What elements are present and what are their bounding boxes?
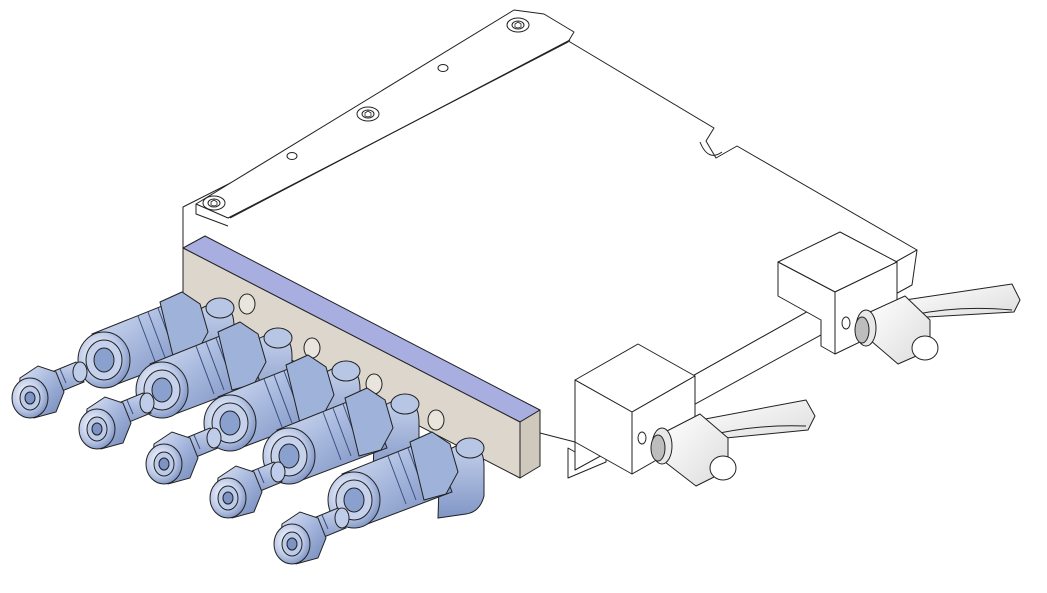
clamp-lever-rear	[854, 283, 1021, 365]
rail-screw-3	[506, 17, 530, 33]
plug-nipple-3	[145, 427, 222, 485]
quick-coupling-2	[135, 321, 293, 419]
quick-coupling-5	[327, 431, 485, 529]
rail-screw-2	[356, 106, 380, 122]
quick-coupling-1	[77, 291, 235, 389]
plug-nipple-1	[11, 361, 88, 419]
plug-nipples	[11, 361, 350, 565]
plug-nipple-5	[273, 507, 350, 565]
quick-coupling-3	[203, 354, 361, 452]
rail-screw-1	[202, 195, 226, 211]
clamp-block-rear	[777, 231, 898, 355]
clamp-block-front	[574, 343, 696, 475]
plug-nipple-4	[209, 461, 286, 519]
clamp-lever-front	[650, 399, 816, 487]
rail-hole-2	[437, 64, 449, 72]
plug-nipple-2	[78, 392, 155, 450]
quick-couplings	[77, 291, 485, 529]
rail-hole-1	[286, 152, 298, 160]
mounting-rail	[195, 9, 575, 227]
